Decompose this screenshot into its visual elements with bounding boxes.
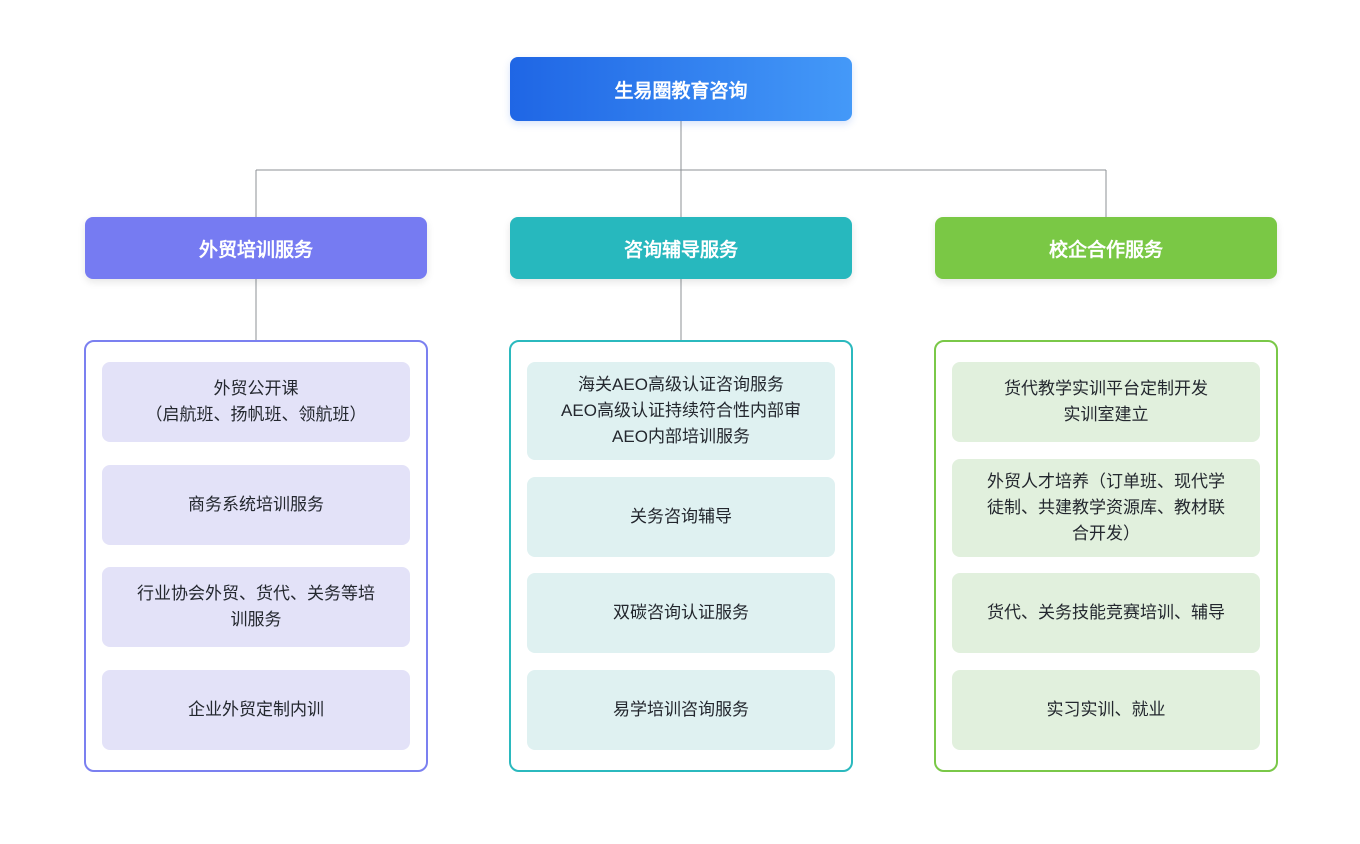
branch-header-consulting-coaching: 咨询辅导服务 bbox=[510, 217, 852, 279]
card-label: 商务系统培训服务 bbox=[188, 494, 324, 514]
card-enterprise-custom-training: 企业外贸定制内训 bbox=[102, 669, 410, 750]
branch-header-foreign-trade-training: 外贸培训服务 bbox=[85, 217, 427, 279]
card-yixue-training-consulting: 易学培训咨询服务 bbox=[527, 669, 835, 750]
card-label: 关务咨询辅导 bbox=[630, 506, 732, 526]
card-label: 货代教学实训平台定制开发 实训室建立 bbox=[1004, 379, 1208, 424]
root-node-label: 生易圈教育咨询 bbox=[614, 80, 748, 102]
card-label: 双碳咨询认证服务 bbox=[613, 603, 749, 623]
card-foreign-trade-open-class: 外贸公开课 （启航班、扬帆班、领航班） bbox=[102, 362, 410, 442]
branch-header-label: 校企合作服务 bbox=[1048, 239, 1163, 261]
card-training-platform-development: 货代教学实训平台定制开发 实训室建立 bbox=[952, 362, 1260, 442]
card-internship-employment: 实习实训、就业 bbox=[952, 669, 1260, 750]
card-label: 易学培训咨询服务 bbox=[613, 699, 749, 719]
card-talent-cultivation: 外贸人才培养（订单班、现代学 徒制、共建教学资源库、教材联 合开发） bbox=[952, 458, 1260, 557]
card-label: 行业协会外贸、货代、关务等培 训服务 bbox=[137, 584, 375, 630]
branch-header-school-enterprise-cooperation: 校企合作服务 bbox=[935, 217, 1277, 279]
card-industry-association-training: 行业协会外贸、货代、关务等培 训服务 bbox=[102, 567, 410, 648]
branch-group-consulting-coaching: 海关AEO高级认证咨询服务 AEO高级认证持续符合性内部审 AEO内部培训服务 … bbox=[509, 340, 853, 772]
branch-header-label: 咨询辅导服务 bbox=[623, 239, 738, 261]
card-label: 外贸公开课 （启航班、扬帆班、领航班） bbox=[145, 379, 367, 424]
branch-group-foreign-trade-training: 外贸公开课 （启航班、扬帆班、领航班） 商务系统培训服务 行业协会外贸、货代、关… bbox=[84, 340, 428, 772]
root-node: 生易圈教育咨询 bbox=[510, 57, 852, 121]
card-customs-consulting-coaching: 关务咨询辅导 bbox=[527, 476, 835, 557]
card-aeo-certification-consulting: 海关AEO高级认证咨询服务 AEO高级认证持续符合性内部审 AEO内部培训服务 bbox=[527, 362, 835, 460]
card-label: 实习实训、就业 bbox=[1046, 699, 1166, 719]
card-dual-carbon-certification: 双碳咨询认证服务 bbox=[527, 573, 835, 654]
card-business-system-training: 商务系统培训服务 bbox=[102, 464, 410, 545]
card-label: 企业外贸定制内训 bbox=[188, 699, 324, 719]
card-label: 货代、关务技能竞赛培训、辅导 bbox=[987, 603, 1225, 623]
card-label: 海关AEO高级认证咨询服务 AEO高级认证持续符合性内部审 AEO内部培训服务 bbox=[561, 375, 801, 446]
branch-group-school-enterprise-cooperation: 货代教学实训平台定制开发 实训室建立 外贸人才培养（订单班、现代学 徒制、共建教… bbox=[934, 340, 1278, 772]
card-skills-competition-coaching: 货代、关务技能竞赛培训、辅导 bbox=[952, 573, 1260, 654]
card-label: 外贸人才培养（订单班、现代学 徒制、共建教学资源库、教材联 合开发） bbox=[987, 471, 1225, 543]
branch-header-label: 外贸培训服务 bbox=[198, 239, 313, 261]
